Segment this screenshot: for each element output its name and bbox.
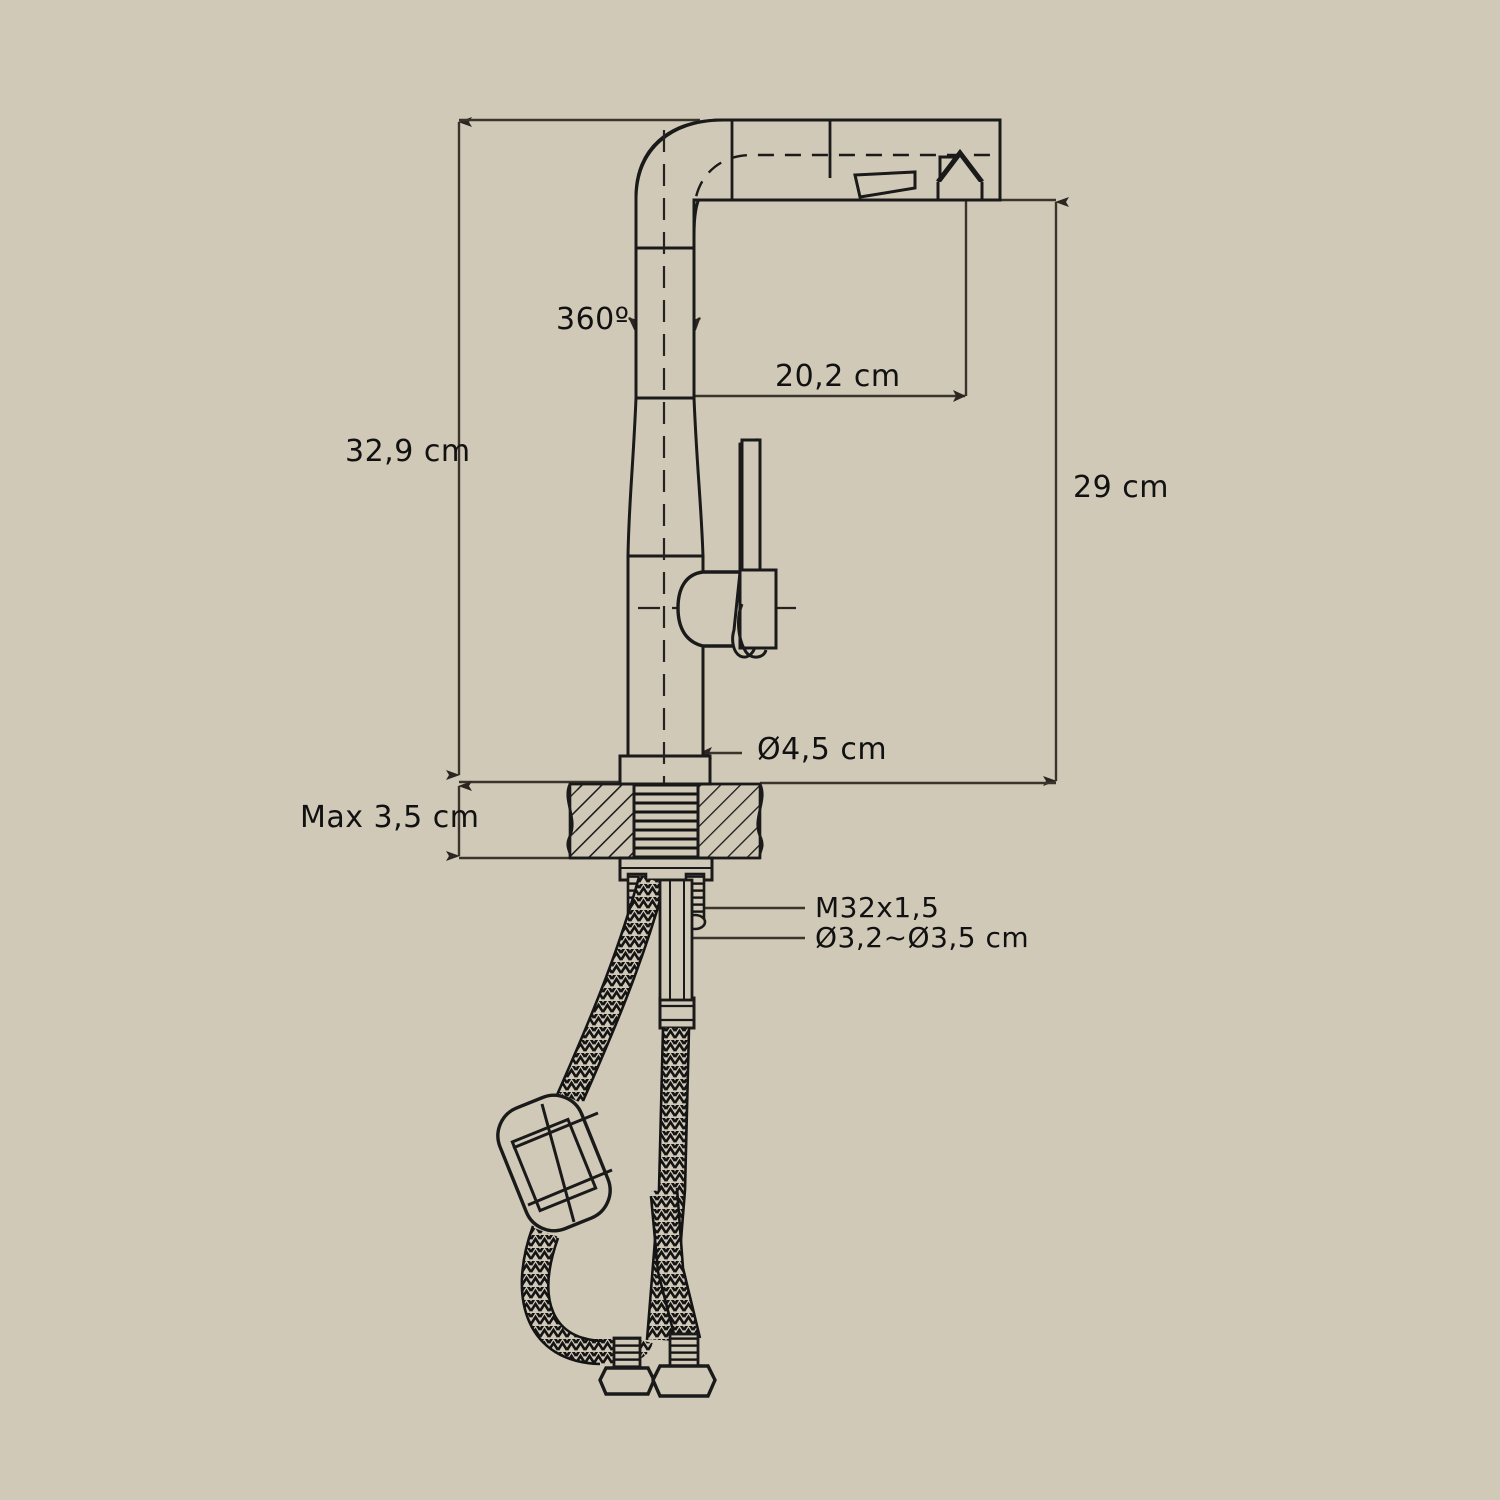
hose-fitting-right: [651, 1332, 717, 1398]
hose-coupling: [658, 996, 696, 1030]
nozzle-body: [936, 182, 984, 202]
sprayer-release-tab: [853, 170, 917, 199]
lever-handle: [676, 438, 778, 659]
pullout-hose-upper: [558, 876, 665, 1104]
label-hole-diameter: Ø3,2~Ø3,5 cm: [815, 921, 1030, 954]
label-base-diameter: Ø4,5 cm: [757, 732, 888, 767]
label-spout-reach: 20,2 cm: [775, 359, 901, 394]
label-spout-height: 29 cm: [1073, 470, 1169, 505]
spout-inner-bend: [692, 153, 1000, 250]
pullout-hose-lower: [521, 1227, 653, 1366]
faucet-body: [618, 118, 1002, 786]
handle-block: [738, 568, 778, 650]
handle-hook: [737, 603, 768, 659]
hose-assembly: [496, 876, 717, 1398]
spout-shape: [634, 118, 1002, 252]
spray-head-detail: [853, 148, 984, 202]
hose-fitting-left: [598, 1336, 656, 1396]
cartridge-housing: [676, 570, 744, 648]
column-tapered-body: [626, 396, 705, 558]
nozzle-peak: [936, 148, 984, 184]
label-total-height: 32,9 cm: [345, 434, 471, 469]
label-rotation: 360º: [556, 302, 630, 337]
supply-hose-b: [651, 1189, 701, 1344]
label-thread-spec: M32x1,5: [815, 891, 940, 924]
handle-stem: [740, 438, 762, 572]
label-counter-thickness: Max 3,5 cm: [300, 800, 480, 835]
center-tube: [658, 878, 694, 1002]
countertop-section: [566, 782, 764, 860]
pulldown-weight: [496, 1093, 613, 1233]
